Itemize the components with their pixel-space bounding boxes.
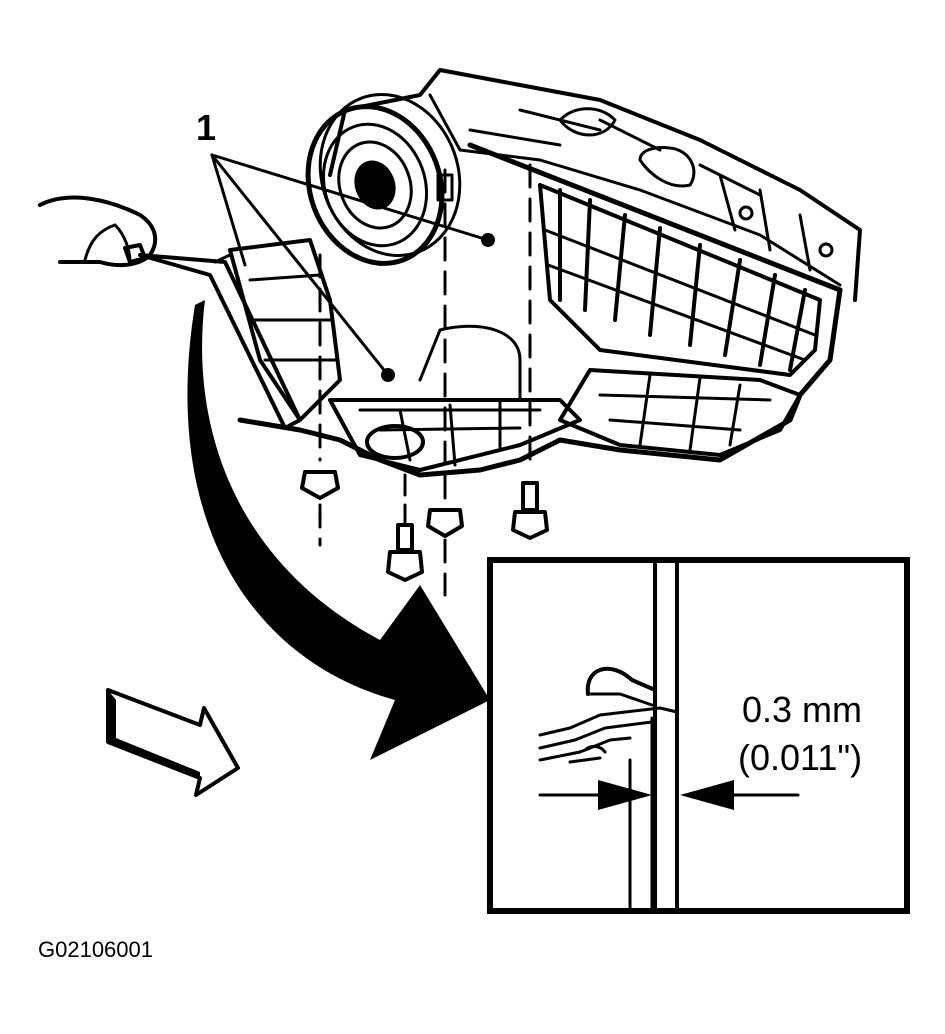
- pry-tool: [138, 253, 302, 430]
- callout-1: 1: [196, 107, 495, 382]
- engine-block: [328, 68, 862, 302]
- bolt-2: [386, 473, 424, 582]
- bolt-1: [300, 253, 340, 547]
- bolt-4: [511, 163, 549, 540]
- front-direction-arrow: [106, 688, 240, 797]
- detail-inset: 0.3 mm (0.011"): [487, 557, 910, 914]
- crankshaft-pulley: [305, 93, 462, 266]
- measurement-mm: 0.3 mm: [742, 689, 862, 730]
- measurement-in: (0.011"): [738, 737, 862, 778]
- detail-pointer-arrow: [187, 300, 490, 760]
- hand: [38, 195, 158, 268]
- bolt-3: [426, 168, 464, 597]
- figure-id: G02106001: [38, 937, 153, 962]
- callout-number: 1: [196, 107, 216, 148]
- oil-pan: [228, 142, 843, 478]
- oil-pan-bolts: [300, 163, 549, 597]
